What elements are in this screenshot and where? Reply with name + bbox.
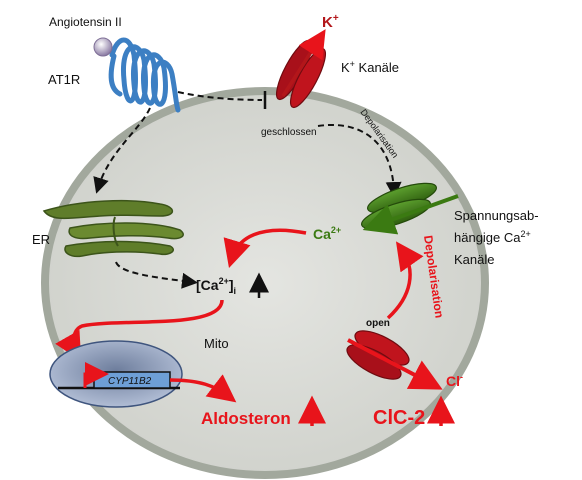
ca-to-cai-arrow [223,228,307,269]
label-ca-ion: Ca2+ [313,225,341,242]
ca-influx-arrow [362,194,459,235]
label-angiotensin: Angiotensin II [49,15,122,29]
label-clc2: ClC-2 [373,407,425,429]
label-open: open [366,318,390,329]
cl-efflux-arrow [347,338,443,390]
er-to-ca-dashed-arrow [115,261,198,289]
k-to-vgcc-dashed-arrow [317,124,402,198]
depolarisation-arrow [386,241,424,320]
label-k-channels: K+ Kanäle [341,59,399,75]
label-vgcc: Spannungsab- hängige Ca2+ Kanäle [454,208,542,267]
label-aldosteron: Aldosteron [201,409,291,428]
angiotensin-ligand [93,37,113,57]
at1r-receptor [108,37,181,113]
label-cl-ion: Cl- [446,372,463,389]
label-gene: CYP11B2 [108,376,152,387]
gene-to-aldosteron-arrow [169,374,237,403]
label-k-ion: K+ [322,13,339,31]
cai-to-gene-arrow [55,299,224,362]
er [42,199,184,258]
at1r-to-er-dashed-arrow [93,107,151,194]
inhibition-line [177,91,263,101]
label-mito: Mito [204,336,229,351]
label-at1r: AT1R [48,72,80,87]
label-ca-intracellular: [Ca2+]i [196,276,236,296]
label-er: ER [32,232,50,247]
k-efflux-arrow [281,29,326,97]
label-closed: geschlossen [261,127,317,138]
promoter-arrow [83,362,109,388]
